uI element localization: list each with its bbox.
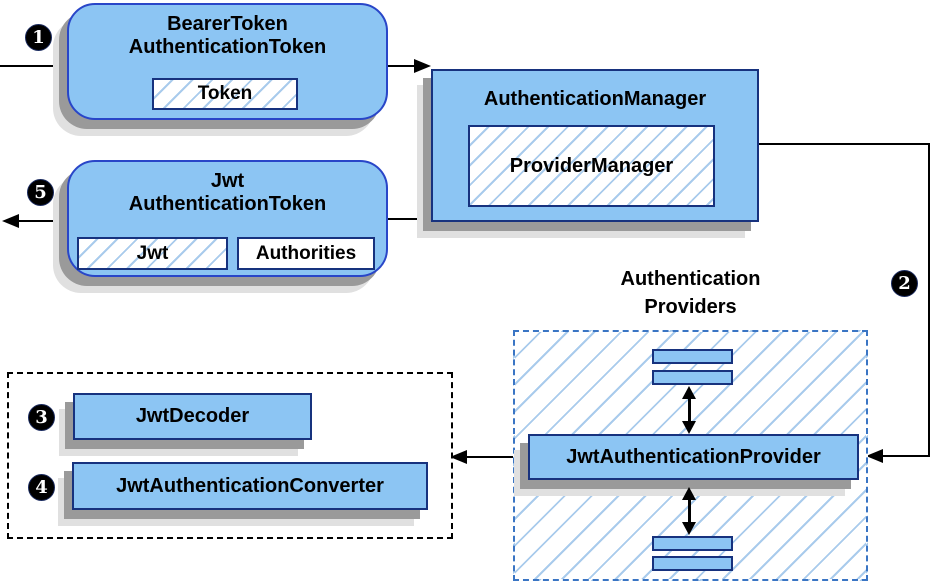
bearer-token-title: BearerToken AuthenticationToken [67,13,388,59]
manager-to-jwttoken-line [388,218,432,220]
provider-placeholder-bar [652,349,733,364]
jwt-token-title-line2: AuthenticationToken [128,193,327,215]
step2-line-vertical [928,143,930,457]
step1-incoming-line [0,65,68,67]
bearer-token-title-line2: AuthenticationToken [128,36,327,58]
step2-line-bottom [882,455,930,457]
token-chip: Token [152,78,298,110]
provider-placeholder-bar [652,536,733,551]
authentication-manager-title: AuthenticationManager [431,88,759,111]
provider-placeholder-bar [652,556,733,571]
provider-manager-chip-label: ProviderManager [509,154,674,177]
jwt-token-title-line1: Jwt [210,170,245,192]
step5-outgoing-line [16,220,68,222]
jwt-decoder-node: JwtDecoder [73,393,312,440]
double-arrow-stem [688,498,691,524]
step-badge-4-number: 4 [35,477,48,498]
jwt-chip: Jwt [77,237,228,270]
step-badge-2: 2 [891,270,918,297]
step2-line-top [759,143,930,145]
step-badge-2-number: 2 [898,273,911,294]
step-badge-4: 4 [28,474,55,501]
jwt-authentication-converter-node: JwtAuthenticationConverter [72,462,428,510]
arrow-bearer-to-manager-line [388,65,416,67]
token-chip-label: Token [197,83,253,104]
arrow-left-icon [2,214,19,228]
step-badge-3: 3 [28,404,55,431]
arrow-up-icon [682,487,696,500]
authorities-chip-label: Authorities [255,242,357,264]
step-badge-1: 1 [25,24,52,51]
step-badge-5: 5 [27,179,54,206]
arrow-down-icon [682,421,696,434]
provider-manager-chip: ProviderManager [468,125,715,207]
jwt-decoder-label: JwtDecoder [135,405,250,427]
jwt-chip-label: Jwt [136,242,169,264]
jwt-authentication-provider-label: JwtAuthenticationProvider [566,445,821,468]
jwt-authentication-provider-node: JwtAuthenticationProvider [528,434,859,480]
authentication-manager-title-text: AuthenticationManager [483,88,707,110]
jwt-authentication-token-title: Jwt AuthenticationToken [67,170,388,216]
authentication-providers-label: Authentication Providers [563,265,818,321]
jwt-authentication-converter-label: JwtAuthenticationConverter [116,474,384,497]
arrow-left-icon [866,449,883,463]
arrow-right-icon [414,59,431,73]
bearer-token-authentication-token-node [67,3,388,120]
step-badge-1-number: 1 [32,27,45,48]
step-badge-3-number: 3 [35,407,48,428]
arrow-down-icon [682,522,696,535]
step-badge-5-number: 5 [34,182,47,203]
providers-label-line2: Providers [644,296,737,318]
providers-label-line1: Authentication [620,268,761,290]
bearer-token-title-line1: BearerToken [167,13,288,35]
arrow-left-icon [450,450,467,464]
arrow-up-icon [682,386,696,399]
provider-placeholder-bar [652,370,733,385]
authorities-chip: Authorities [237,237,375,270]
double-arrow-stem [688,397,691,423]
provider-to-decoder-line [466,456,514,458]
